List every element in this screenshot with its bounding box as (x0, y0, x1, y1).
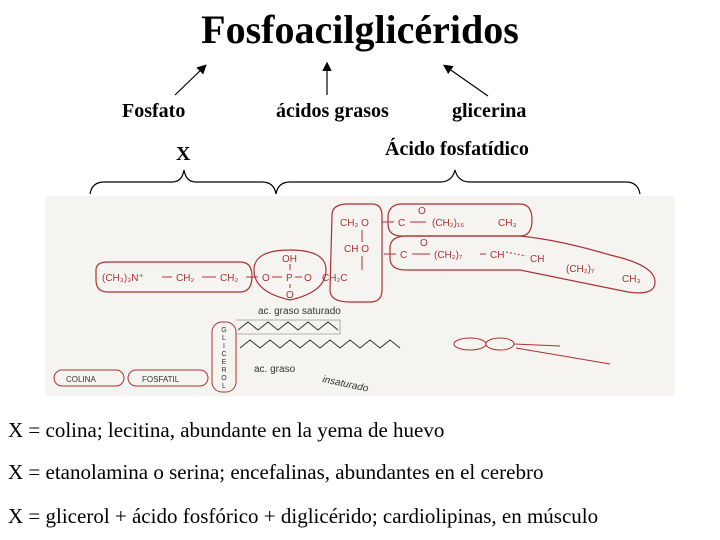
text-colina: COLINA (66, 375, 96, 384)
label-fosfato: Fosfato (122, 100, 186, 122)
text-ch-b: CH (530, 254, 544, 265)
text-ch3-top: CH₃ (498, 218, 517, 229)
text-o-left: O (262, 273, 270, 284)
phosphate-loop (253, 249, 327, 301)
text-fosfatil: FOSFATIL (142, 375, 180, 384)
arrow-glicerina (443, 64, 489, 97)
unsaturated-chain (239, 339, 401, 349)
svg-text:I: I (223, 343, 225, 350)
label-glicerina: glicerina (452, 100, 527, 122)
text-o-top: O (418, 206, 426, 217)
text-amine: (CH₃)₃N⁺ (102, 273, 144, 284)
svg-text:L: L (222, 335, 226, 342)
text-sat-label: ac. graso saturado (258, 306, 341, 317)
text-ch2-7b: (CH₂)₇ (566, 264, 595, 275)
brace-acido-fosfatidico (275, 169, 641, 195)
description-1: X = colina; lecitina, abundante en la ye… (8, 418, 445, 442)
text-ch2-a: CH₂ (176, 273, 194, 284)
label-acido-fosfatidico: Ácido fosfatídico (385, 138, 529, 160)
fosfatil-box (127, 369, 209, 387)
text-ch2-7: (CH₂)₇ (434, 250, 463, 261)
text-o-below: O (286, 290, 294, 301)
fatty-acid-mid-loop (389, 235, 656, 294)
text-oh: OH (282, 254, 297, 265)
text-ch2c: CH₂C (322, 273, 348, 284)
page-title: Fosfoacilglicéridos (201, 7, 519, 52)
text-p: P (286, 273, 293, 284)
choline-loop (95, 261, 253, 293)
label-x: X (176, 143, 191, 165)
svg-text:E: E (222, 359, 227, 366)
text-ch-o: CH O (344, 244, 369, 255)
description-3: X = glicerol + ácido fosfórico + diglicé… (8, 504, 599, 528)
text-c-mid: C (400, 250, 407, 261)
fatty-acid-top-loop (387, 203, 533, 237)
text-ch2-b: CH₂ (220, 273, 238, 284)
text-o-right: O (304, 273, 312, 284)
text-ac-graso: ac. graso (254, 364, 296, 375)
label-acidos-grasos: ácidos grasos (276, 100, 389, 122)
text-c-top: C (398, 218, 405, 229)
svg-text:R: R (221, 367, 226, 374)
glicerol-box (211, 321, 237, 393)
text-ch2-o: CH₂ O (340, 218, 369, 229)
saturated-chain (237, 321, 339, 331)
description-2: X = etanolamina o serina; encefalinas, a… (8, 460, 544, 484)
text-ch2-16: (CH₂)₁₆ (432, 218, 464, 229)
colina-box (53, 369, 125, 387)
arrow-fosfato (174, 64, 207, 96)
svg-text:G: G (221, 327, 226, 334)
glycerol-loop (329, 203, 383, 303)
structure-diagram: CH₂ O CH O C O (CH₂)₁₆ CH₃ C O (CH₂)₇ CH… (45, 61, 675, 396)
lipid-icon (453, 337, 611, 365)
svg-text:C: C (221, 351, 226, 358)
text-o-mid: O (420, 238, 428, 249)
svg-text:O: O (221, 375, 227, 382)
brace-x (89, 169, 277, 195)
text-ch-a: CH (490, 250, 504, 261)
photo-background (45, 196, 675, 396)
text-ch3-end: CH₃ (622, 274, 641, 285)
svg-text:L: L (222, 383, 226, 390)
